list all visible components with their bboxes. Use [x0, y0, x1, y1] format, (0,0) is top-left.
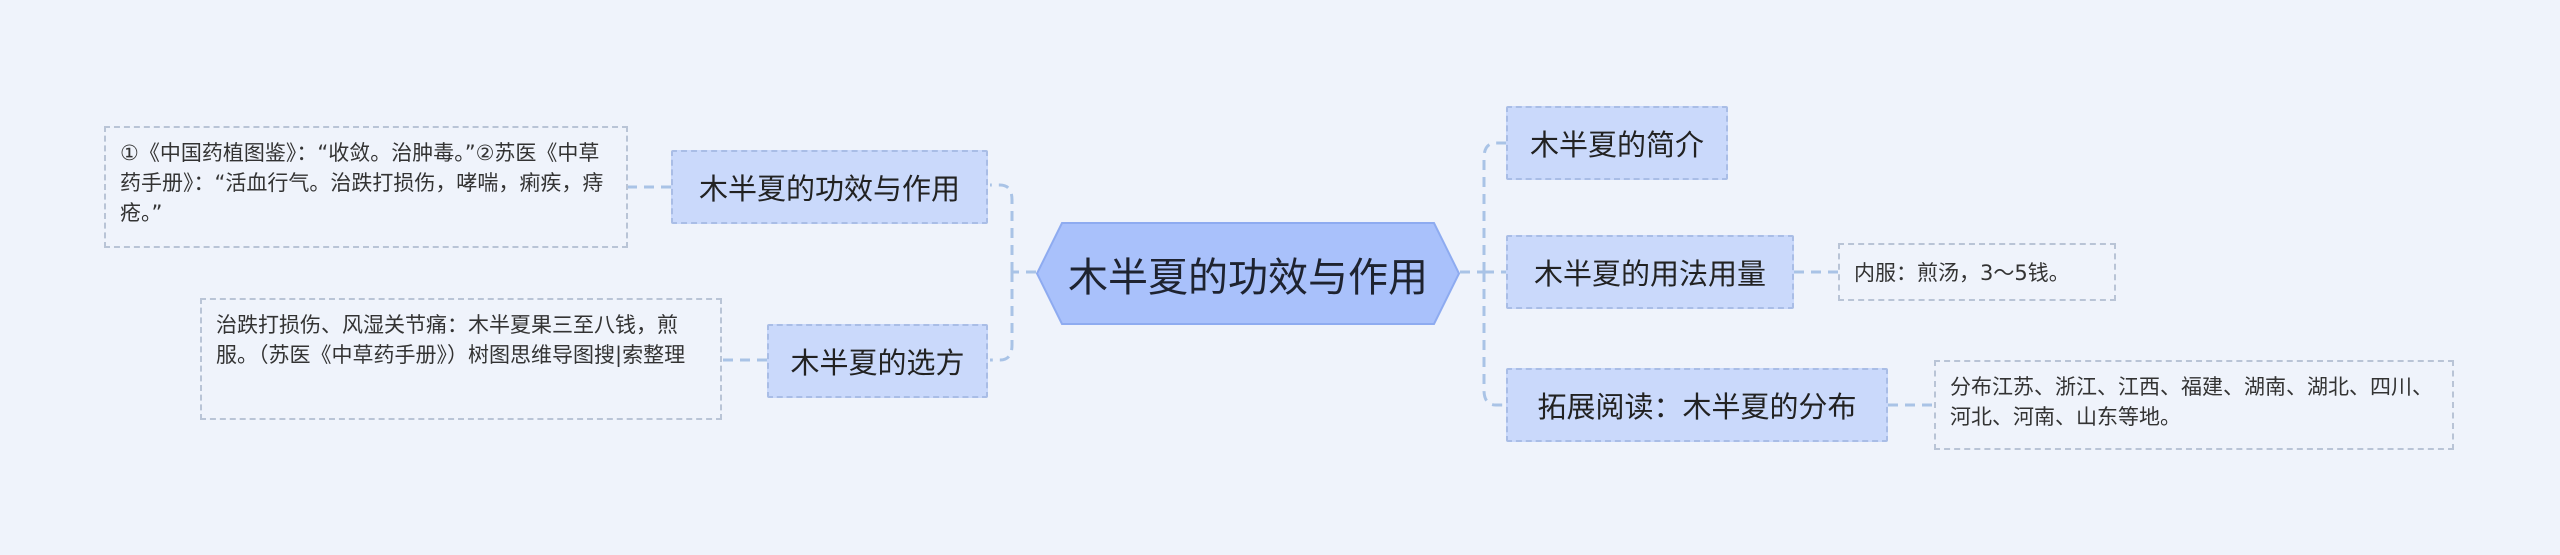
topic-intro-label: 木半夏的简介	[1529, 128, 1704, 162]
detail-prescription[interactable]: 治跌打损伤、风湿关节痛：木半夏果三至八钱，煎服。（苏医《中草药手册》）树图思维导…	[200, 298, 722, 420]
topic-prescription-label: 木半夏的选方	[790, 346, 965, 380]
topic-intro[interactable]: 木半夏的简介	[1506, 106, 1728, 180]
topic-distribution[interactable]: 拓展阅读：木半夏的分布	[1506, 368, 1888, 442]
detail-efficacy-text: ①《中国药植图鉴》：“收敛。治肿毒。”②苏医《中草药手册》：“活血行气。治跌打损…	[120, 141, 604, 225]
connector-right-trunk	[1482, 141, 1506, 407]
topic-prescription[interactable]: 木半夏的选方	[767, 324, 988, 398]
topic-usage-dosage[interactable]: 木半夏的用法用量	[1506, 235, 1794, 309]
root-hexagon-shape	[1036, 222, 1460, 325]
detail-distribution-text: 分布江苏、浙江、江西、福建、湖南、湖北、四川、河北、河南、山东等地。	[1950, 375, 2433, 429]
connector-left-trunk	[990, 183, 1014, 362]
root-node[interactable]: 木半夏的功效与作用	[1036, 222, 1460, 325]
detail-usage-dosage-text: 内服：煎汤，3～5钱。	[1854, 261, 2070, 285]
detail-usage-dosage[interactable]: 内服：煎汤，3～5钱。	[1838, 243, 2116, 301]
root-label: 木半夏的功效与作用	[1068, 254, 1428, 301]
detail-prescription-text: 治跌打损伤、风湿关节痛：木半夏果三至八钱，煎服。（苏医《中草药手册》）树图思维导…	[216, 313, 686, 367]
topic-efficacy[interactable]: 木半夏的功效与作用	[671, 150, 988, 224]
detail-distribution[interactable]: 分布江苏、浙江、江西、福建、湖南、湖北、四川、河北、河南、山东等地。	[1934, 360, 2454, 450]
topic-usage-dosage-label: 木半夏的用法用量	[1533, 257, 1766, 291]
detail-efficacy[interactable]: ①《中国药植图鉴》：“收敛。治肿毒。”②苏医《中草药手册》：“活血行气。治跌打损…	[104, 126, 628, 248]
topic-efficacy-label: 木半夏的功效与作用	[698, 172, 960, 206]
topic-distribution-label: 拓展阅读：木半夏的分布	[1537, 390, 1857, 424]
